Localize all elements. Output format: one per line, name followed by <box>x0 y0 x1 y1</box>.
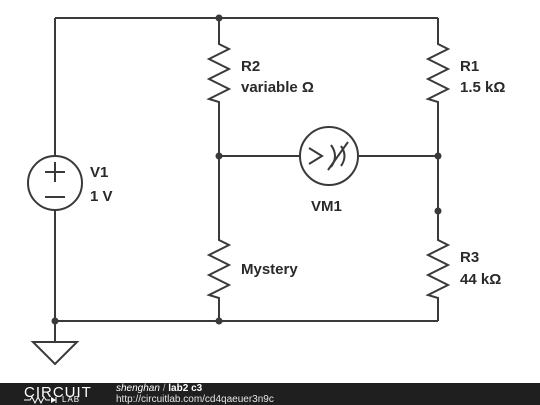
resistor-logo-icon <box>24 396 57 404</box>
resistor-mystery[interactable] <box>206 236 232 301</box>
r2-value-label: variable Ω <box>241 79 314 96</box>
mystery-name-label: Mystery <box>241 261 298 278</box>
circuitlab-logo-text: CIRCUIT <box>24 384 92 401</box>
footer-bar: CIRCUIT LAB shenghan / lab2 c3 http://ci… <box>0 383 540 405</box>
voltage-source-symbol <box>27 155 83 211</box>
junction-dot <box>215 317 223 325</box>
schematic-diagram: V1 1 V R2 variable Ω R1 1.5 kΩ Mystery R… <box>27 14 505 366</box>
circuit-title: lab2 c3 <box>168 383 203 394</box>
vm1-name-label: VM1 <box>311 198 342 215</box>
r1-value-label: 1.5 kΩ <box>460 79 505 96</box>
voltmeter-vm1[interactable] <box>299 126 359 186</box>
r1-name-label: R1 <box>460 58 479 75</box>
ground-icon <box>30 341 80 366</box>
author-link[interactable]: shenghan <box>116 383 160 394</box>
resistor-r3[interactable] <box>425 236 451 301</box>
resistor-r1[interactable] <box>425 40 451 105</box>
r2-name-label: R2 <box>241 58 260 75</box>
voltmeter-icon <box>299 126 359 186</box>
junction-dot <box>215 152 223 160</box>
junction-dot <box>51 317 59 325</box>
junction-dot <box>215 14 223 22</box>
resistor-r2[interactable] <box>206 40 232 105</box>
meter-arrow-icon <box>308 147 324 165</box>
junction-dot <box>434 152 442 160</box>
junction-dot <box>434 207 442 215</box>
voltage-source-v1[interactable] <box>27 155 83 211</box>
r3-name-label: R3 <box>460 249 479 266</box>
meter-needle-icon <box>327 141 349 171</box>
circuitlab-logo-sub: LAB <box>62 395 81 404</box>
circuit-meta: shenghan / lab2 c3 http://circuitlab.com… <box>116 384 274 405</box>
r3-value-label: 44 kΩ <box>460 271 501 288</box>
junctions <box>51 14 442 325</box>
v1-value-label: 1 V <box>90 188 113 205</box>
meter-scale-arc-outer <box>340 145 346 167</box>
circuit-url-link[interactable]: http://circuitlab.com/cd4qaeuer3n9c <box>116 394 274 405</box>
v1-name-label: V1 <box>90 164 108 181</box>
path-separator: / <box>162 383 166 394</box>
